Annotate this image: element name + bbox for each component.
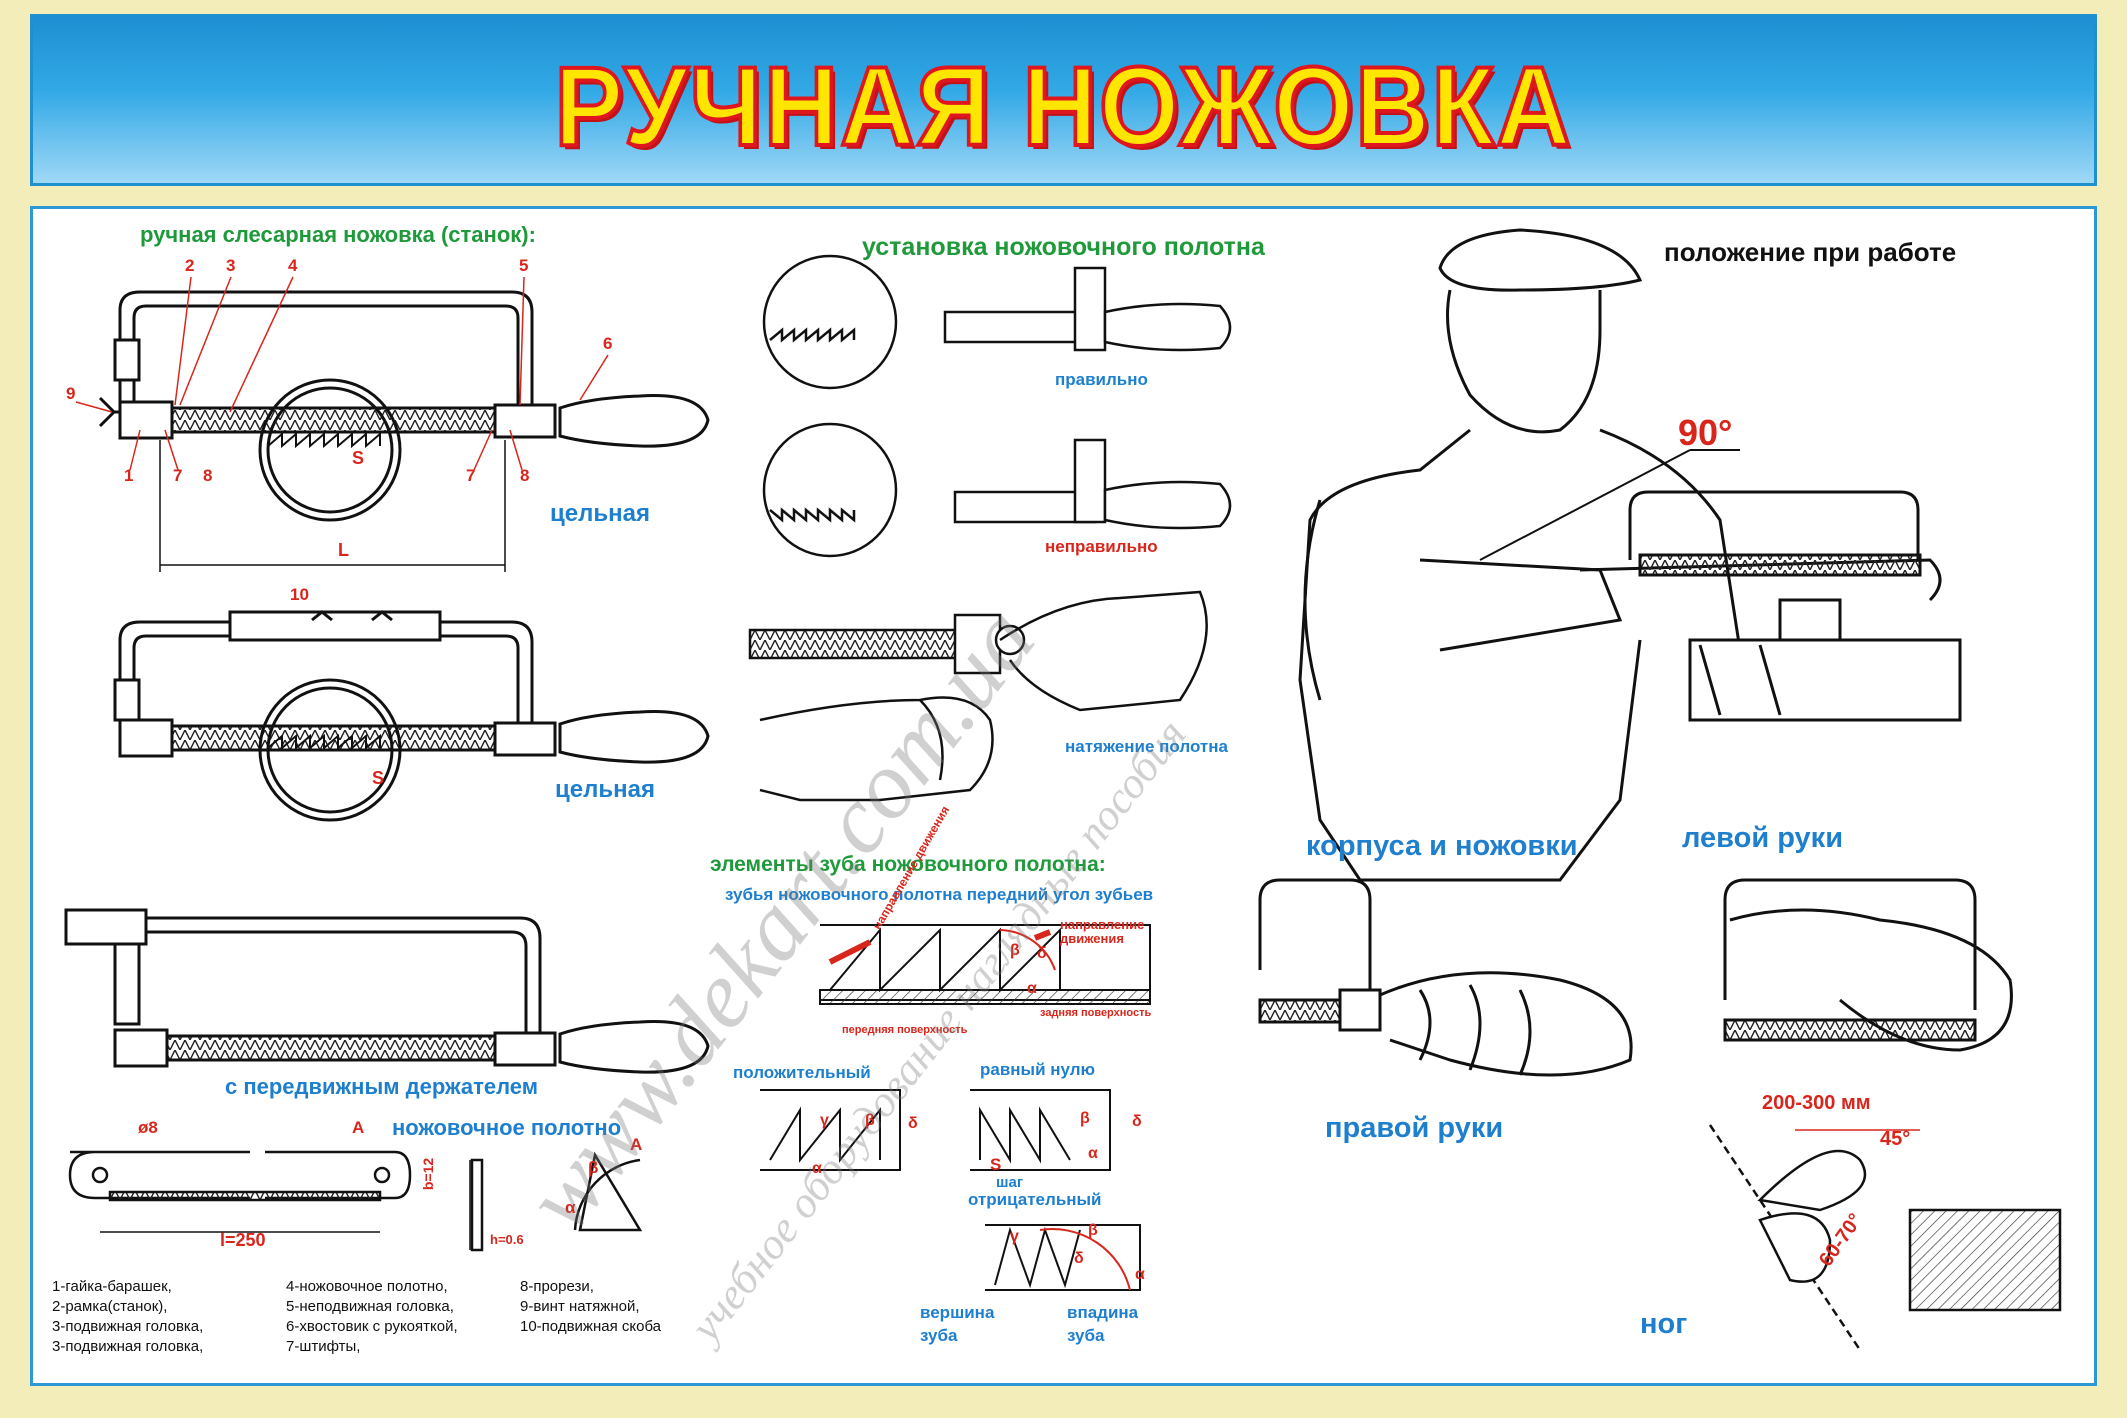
tooth-root-label: впадина зуба [1067, 1303, 1139, 1345]
legend-item: 10-подвижная скоба [520, 1318, 662, 1335]
part-number-5: 5 [519, 256, 529, 275]
detail-alpha: α [565, 1198, 576, 1217]
tooth-delta: δ [1037, 945, 1047, 962]
legend-item: 8-прорези, [520, 1278, 594, 1295]
dim-s-2: S [372, 768, 385, 788]
tooth-heading: элементы зуба ножовочного полотна: [710, 853, 1106, 876]
part-number-2: 2 [185, 256, 195, 275]
part-number-9: 9 [66, 384, 76, 403]
install-heading: установка ножовочного полотна [862, 233, 1265, 261]
legend-item: 2-рамка(станок), [52, 1298, 168, 1315]
install-incorrect: неправильно [1045, 537, 1158, 556]
blade-install-drawings [762, 254, 1232, 558]
tooth-alpha: α [1027, 980, 1037, 997]
legend-item: 7-штифты, [286, 1338, 361, 1355]
negative-alpha: α [1135, 1266, 1145, 1283]
positive-beta: β [865, 1112, 875, 1129]
blade-thickness: h=0.6 [490, 1232, 524, 1247]
legend-item: 5-неподвижная головка, [286, 1298, 454, 1315]
rake-zero: равный нулю [980, 1060, 1096, 1079]
rake-negative: отрицательный [968, 1190, 1102, 1209]
tooth-tip-label: вершина зуба [920, 1303, 995, 1345]
feet-distance: 200-300 мм [1762, 1092, 1871, 1114]
caption-solid-1: цельная [550, 500, 650, 527]
direction-label-right: направление движения [1060, 917, 1145, 946]
tooth-subheading: зубья ножовочного полотна передний угол … [725, 885, 1154, 904]
detail-a-label: A [630, 1135, 643, 1154]
part-number-10: 10 [290, 585, 309, 604]
legend-item: 4-ножовочное полотно, [286, 1278, 448, 1295]
content-panel [30, 206, 2097, 1386]
part-number-7b: 7 [466, 466, 476, 485]
saw-section-heading: ручная слесарная ножовка (станок): [140, 222, 536, 247]
blade-length: l=250 [220, 1230, 266, 1250]
legend-item: 3-подвижная головка, [52, 1338, 204, 1355]
hacksaw-solid-1 [98, 290, 710, 572]
dim-s-1: S [352, 448, 365, 468]
blade-width: b=12 [420, 1157, 437, 1191]
legend-item: 6-хвостовик с рукояткой, [286, 1318, 458, 1335]
detail-beta: β [588, 1158, 599, 1177]
front-surface-label: передняя поверхность [842, 1024, 968, 1036]
step-label: шаг [996, 1174, 1024, 1191]
hacksaw-blade-drawing [68, 1150, 643, 1252]
part-number-8a: 8 [203, 466, 213, 485]
blade-heading: ножовочное полотно [392, 1115, 622, 1140]
dim-l: L [338, 540, 349, 560]
right-hand-grip [1258, 878, 1633, 1077]
part-number-1: 1 [124, 466, 134, 485]
tooth-elements-diagram [760, 924, 1151, 1291]
angle-90-label: 90° [1678, 412, 1733, 453]
tooth-beta: β [1010, 942, 1020, 959]
zero-alpha: α [1088, 1145, 1098, 1162]
positive-delta: δ [908, 1115, 918, 1132]
blade-hole-diameter: ø8 [138, 1118, 158, 1137]
part-number-3: 3 [226, 256, 236, 275]
hacksaw-movable-holder [64, 908, 710, 1074]
install-correct: правильно [1055, 370, 1148, 389]
caption-left-hand: левой руки [1682, 822, 1844, 854]
negative-gamma: γ [1010, 1228, 1019, 1245]
legend-item: 9-винт натяжной, [520, 1298, 640, 1315]
part-number-4: 4 [288, 256, 298, 275]
part-number-8b: 8 [520, 466, 530, 485]
positive-gamma: γ [820, 1112, 829, 1129]
part-number-7a: 7 [173, 466, 183, 485]
legend-item: 3-подвижная головка, [52, 1318, 204, 1335]
worker-figure [1298, 228, 1962, 882]
page-title: РУЧНАЯ НОЖОВКА [553, 44, 1573, 169]
blade-point-a: A [352, 1118, 365, 1137]
part-number-6: 6 [603, 334, 613, 353]
rear-surface-label: задняя поверхность [1040, 1007, 1152, 1019]
zero-beta: β [1080, 1110, 1090, 1127]
rake-positive: положительный [733, 1063, 871, 1082]
part-leader-lines [75, 276, 609, 471]
step-s: S [990, 1155, 1002, 1174]
feet-position-diagram [1708, 1124, 2062, 1351]
negative-delta: δ [1074, 1250, 1084, 1267]
feet-angle-45: 45° [1880, 1128, 1911, 1150]
caption-legs: ног [1640, 1308, 1688, 1340]
legend-item: 1-гайка-барашек, [52, 1278, 172, 1295]
install-tension: натяжение полотна [1065, 737, 1228, 756]
title-banner: РУЧНАЯ НОЖОВКА [30, 14, 2097, 186]
caption-right-hand: правой руки [1325, 1112, 1504, 1144]
zero-delta: δ [1132, 1113, 1142, 1130]
blade-tension-hands [748, 590, 1208, 802]
hacksaw-solid-2 [113, 610, 710, 822]
positive-alpha: α [812, 1160, 822, 1177]
caption-solid-2: цельная [555, 776, 655, 803]
negative-beta: β [1088, 1222, 1098, 1239]
caption-movable-holder: с передвижным держателем [225, 1074, 538, 1099]
left-hand-grip [1723, 878, 2013, 1052]
caption-body-and-saw: корпуса и ножовки [1306, 830, 1578, 862]
position-heading: положение при работе [1664, 237, 1957, 267]
